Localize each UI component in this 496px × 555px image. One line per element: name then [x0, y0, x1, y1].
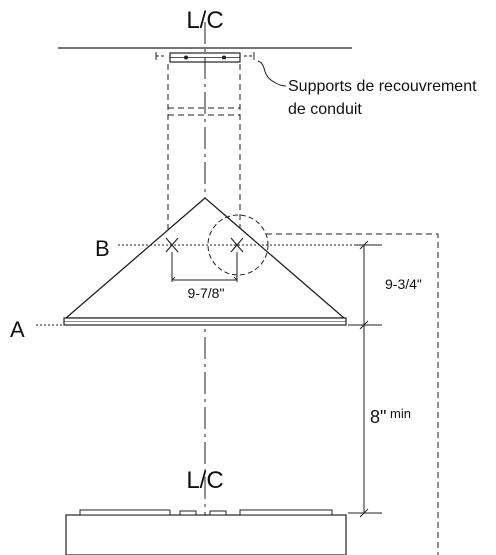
mounting-point-right [230, 237, 244, 253]
detail-circle [207, 214, 269, 276]
callout-line2-label: de conduit [288, 101, 362, 118]
point-a-label: A [10, 317, 25, 342]
dimension-vertical-upper-label: 9-3/4" [385, 276, 422, 292]
centerline-bottom-label: L/C [186, 467, 223, 494]
dimension-vertical-lower-unit: min [390, 406, 411, 421]
mounting-point-left [165, 237, 179, 253]
callout-line1-label: Supports de recouvrement [288, 78, 477, 95]
range-hood [63, 197, 347, 326]
dimension-vertical-lower [348, 325, 382, 518]
cooktop [65, 509, 347, 555]
dimension-vertical-lower-value: 8" [370, 407, 386, 427]
dimension-horizontal-label: 9-7/8" [188, 285, 225, 301]
centerline-top-label: L/C [186, 7, 223, 34]
dimension-vertical-upper [348, 240, 382, 330]
detail-leader [266, 233, 439, 555]
dimension-horizontal [171, 252, 238, 282]
point-b-label: B [95, 236, 110, 261]
callout-leader [257, 60, 287, 87]
